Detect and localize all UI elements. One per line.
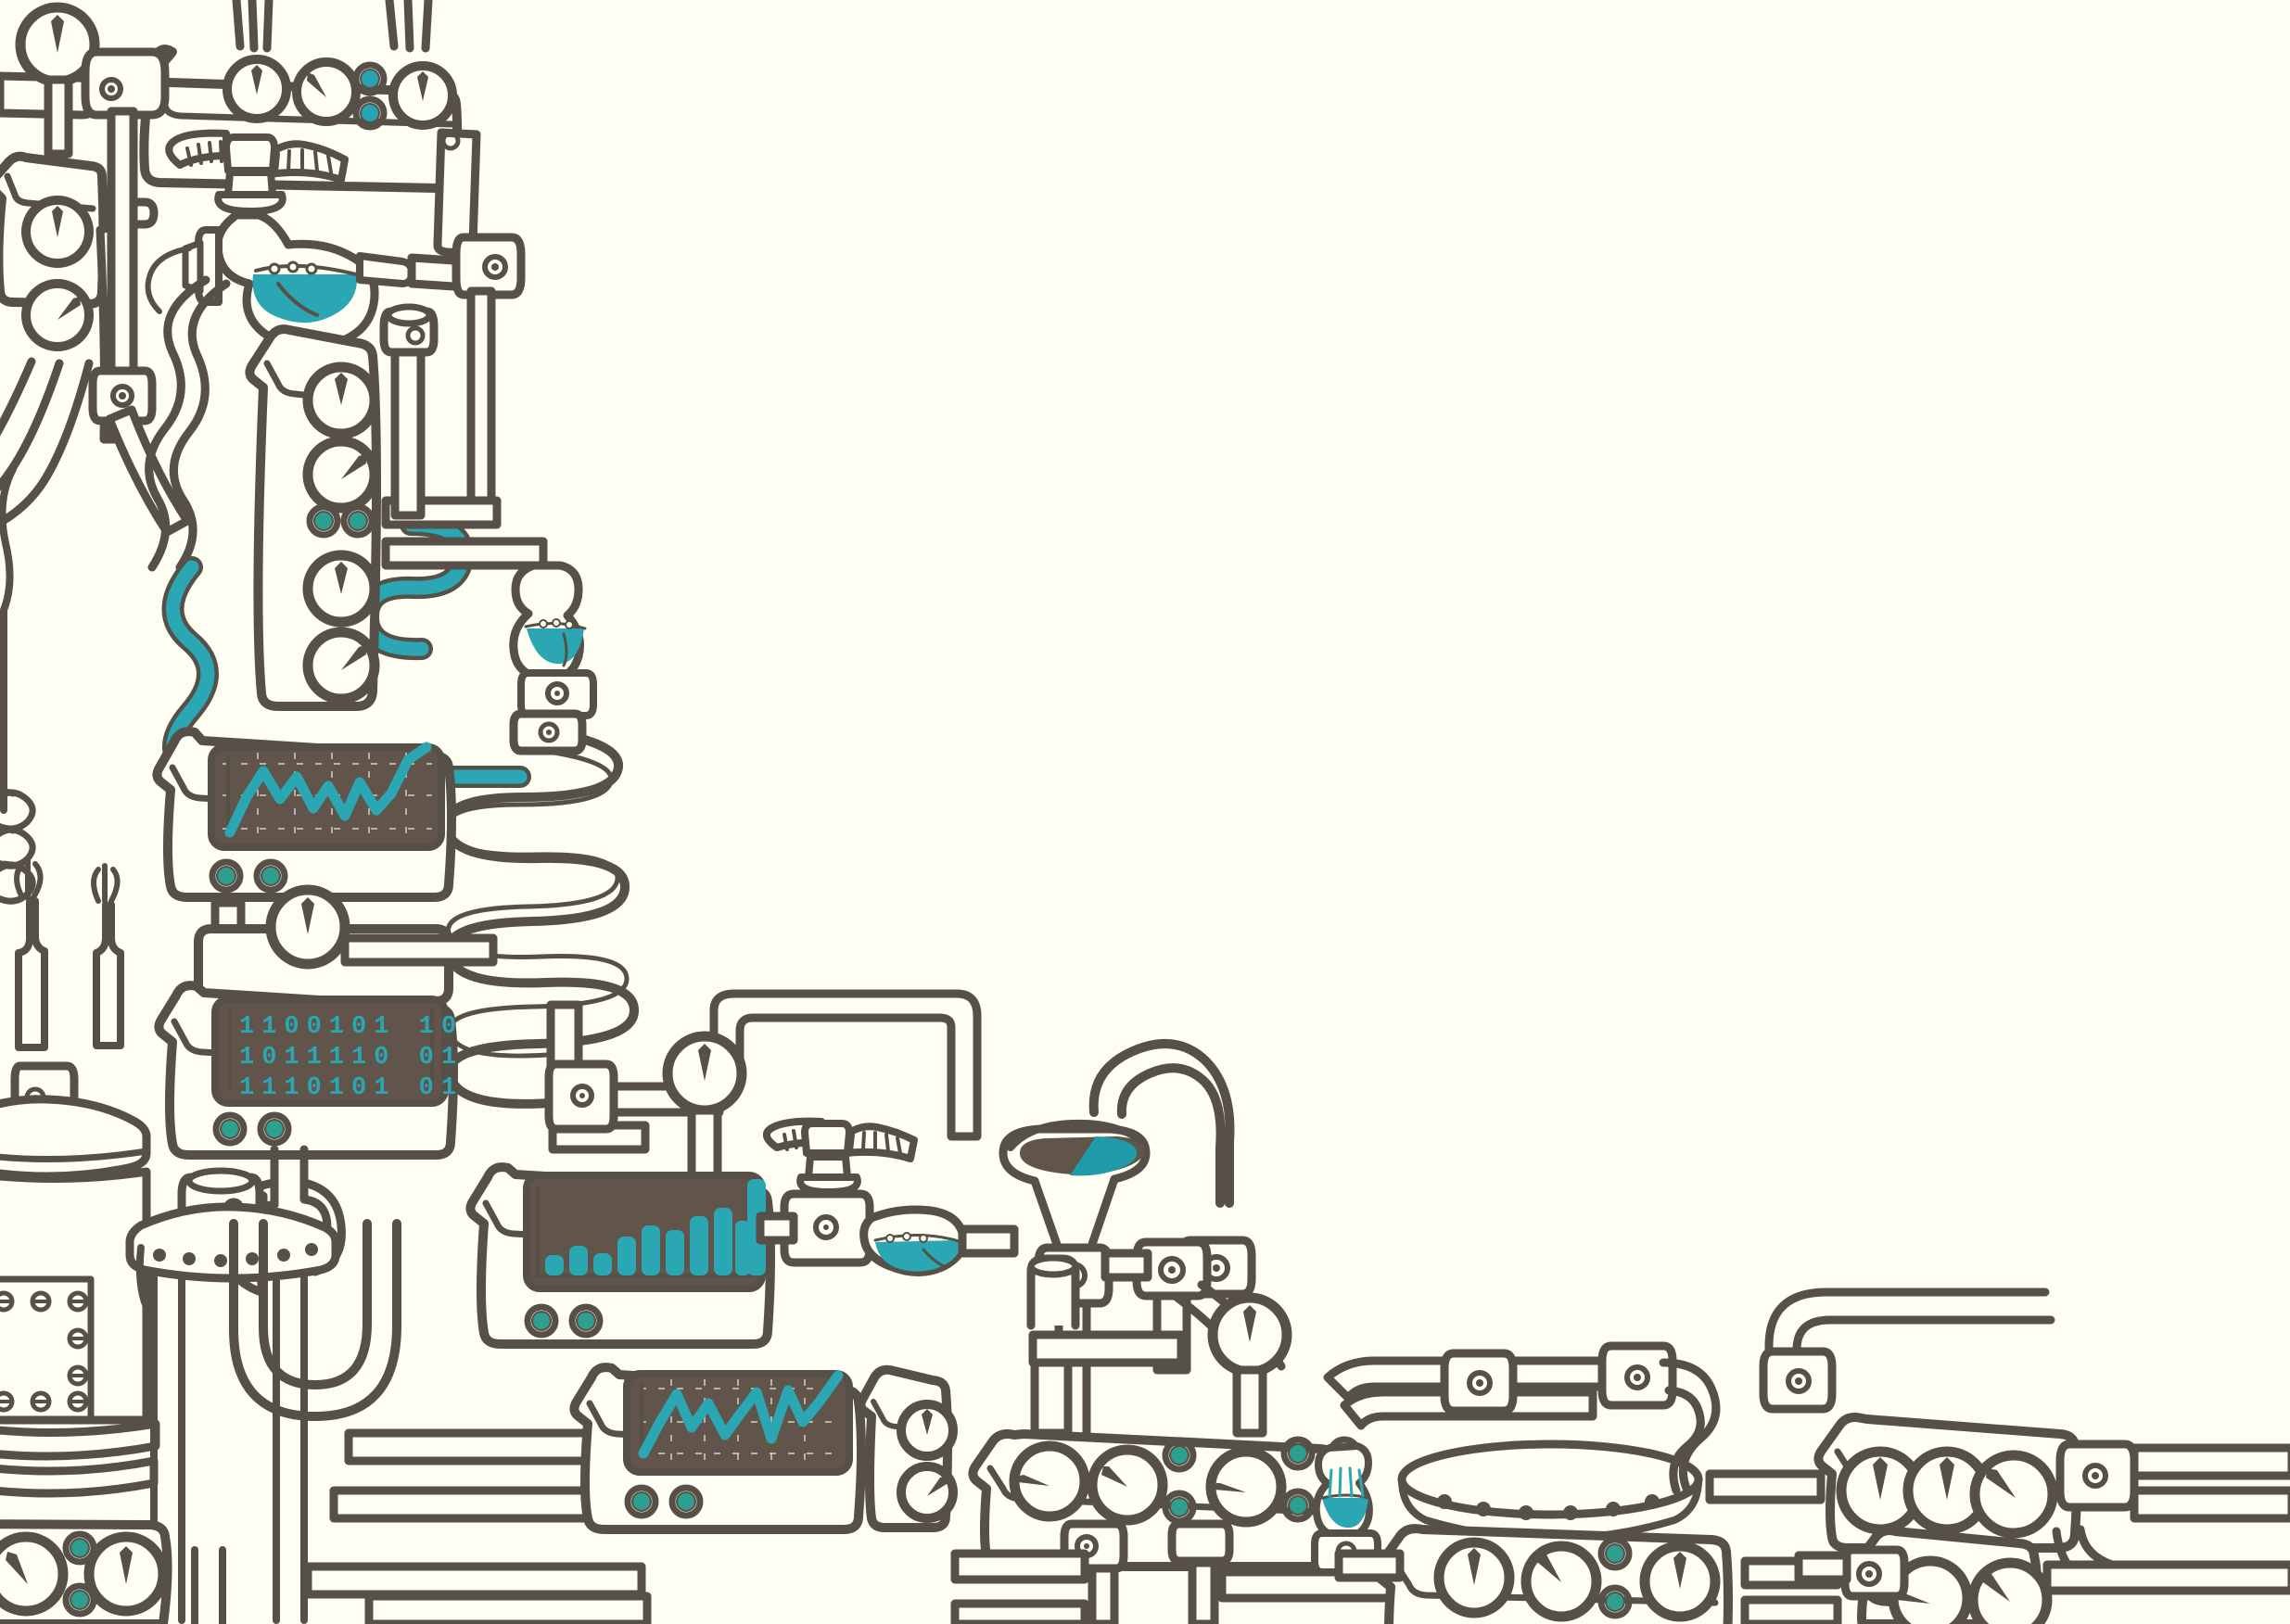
panel-top-gauge-box[interactable] [0, 0, 481, 258]
riveted-boiler [0, 1061, 160, 1498]
light-bottom-row-d[interactable] [1284, 1491, 1312, 1519]
light-bottom-row-b[interactable] [1165, 1493, 1193, 1521]
column-tank [125, 1167, 340, 1624]
bar-chart-bars [545, 1179, 766, 1275]
panel-right-lower[interactable] [1794, 1526, 2290, 1624]
light-top-panel-a[interactable] [356, 65, 384, 93]
glass-tubes-left [0, 465, 124, 1051]
coupler-right-lower [1840, 1545, 1909, 1601]
binary-readout-panel[interactable]: 1100101 10 1011110 01 1110101 01 [154, 981, 464, 1160]
coupler-right-of-flask [452, 233, 526, 527]
light-corner-b[interactable] [66, 1586, 94, 1614]
rivets [0, 1290, 89, 1413]
light-bottom-row-c[interactable] [1284, 1440, 1312, 1467]
light-hotplate-a[interactable] [1601, 1540, 1629, 1567]
light-left-stack-b[interactable] [344, 507, 372, 535]
light-osc-bot-a[interactable] [628, 1488, 655, 1516]
panel-left-gauge-stack[interactable] [245, 324, 381, 711]
gauge-side-pair-2[interactable] [897, 1462, 958, 1523]
pipe-stack-right-b [381, 537, 548, 570]
tube-and-gauge-above-bottom [1026, 1254, 1292, 1438]
panel-bottom-row[interactable] [968, 1429, 1358, 1571]
gauge-top-panel-1[interactable] [223, 55, 291, 123]
serpentine-hose-upper [145, 275, 231, 572]
light-binary-b[interactable] [261, 1115, 288, 1143]
light-osc-top-a[interactable] [212, 862, 240, 890]
gauge-bottom-row-2[interactable] [1087, 1444, 1168, 1526]
coupler-right-a [1440, 1349, 1518, 1415]
coupler-right-panel [2055, 1440, 2139, 1512]
valve-wheel-lower[interactable] [756, 1117, 918, 1267]
assembly-top-left-gauge [0, 2, 159, 527]
light-bar-a[interactable] [528, 1307, 555, 1335]
binary-row-3: 1110101 01 [239, 1074, 464, 1102]
panel-corner-bottom-left[interactable] [0, 1519, 172, 1624]
oscilloscope-top-trace [224, 742, 432, 838]
gauge-right-lower-2[interactable] [1967, 1557, 2053, 1624]
oscilloscope-bottom-trace [638, 1370, 844, 1459]
gauge-bottom-row-1[interactable] [1009, 1440, 1090, 1522]
gauge-corner-1[interactable] [0, 1531, 69, 1617]
pipe-u-bend-left [229, 1219, 646, 1599]
light-osc-bot-b[interactable] [672, 1488, 700, 1516]
light-corner-a[interactable] [66, 1534, 94, 1562]
light-top-panel-b[interactable] [356, 99, 384, 127]
coupler-right-b [1597, 1341, 1677, 1410]
pipes-bottom-left [191, 1546, 652, 1624]
pipe-capped-above-stack [379, 303, 439, 520]
gauge-hotplate-2[interactable] [1520, 1541, 1602, 1622]
gauge-left-stack-1[interactable] [302, 362, 380, 439]
gauge-top-panel-3[interactable] [388, 61, 457, 130]
gauge-left-stack-4[interactable] [302, 627, 380, 704]
light-bottom-row-a[interactable] [1165, 1441, 1193, 1469]
binary-row-1: 1100101 10 [239, 1013, 464, 1041]
binary-readout-screen [211, 996, 449, 1107]
gauge-left-stack-3[interactable] [302, 550, 380, 628]
light-hotplate-b[interactable] [1601, 1588, 1629, 1616]
binary-row-2: 1011110 01 [239, 1044, 464, 1072]
small-pear-flask [509, 561, 597, 719]
panel-side-pair[interactable] [856, 1364, 958, 1532]
oscilloscope-top[interactable] [152, 727, 456, 902]
gauge-left-stack-2[interactable] [302, 436, 380, 514]
gauge-bottom-row-3[interactable] [1205, 1446, 1287, 1528]
coupler-right-c [1759, 1347, 1837, 1414]
pipe-network-right [1323, 1288, 2055, 1504]
panel-right-upper[interactable] [1813, 1413, 2290, 1593]
panel-left-upper-2gauge[interactable] [0, 151, 159, 351]
gauge-upper-left-2[interactable] [21, 279, 94, 351]
gauge-right-upper-3[interactable] [1969, 1450, 2058, 1539]
pipe-net-mid [544, 989, 982, 1182]
oscilloscope-bottom[interactable] [569, 1363, 866, 1534]
light-binary-a[interactable] [216, 1115, 244, 1143]
light-left-stack-a[interactable] [310, 507, 337, 535]
bar-chart-monitor[interactable] [465, 1162, 775, 1349]
boat-flask-lower [859, 1205, 1019, 1277]
light-bar-b[interactable] [572, 1307, 600, 1335]
light-osc-top-b[interactable] [257, 862, 285, 890]
gauge-top-panel-2[interactable] [292, 57, 361, 126]
hotplate-panel[interactable] [1334, 1440, 1842, 1624]
